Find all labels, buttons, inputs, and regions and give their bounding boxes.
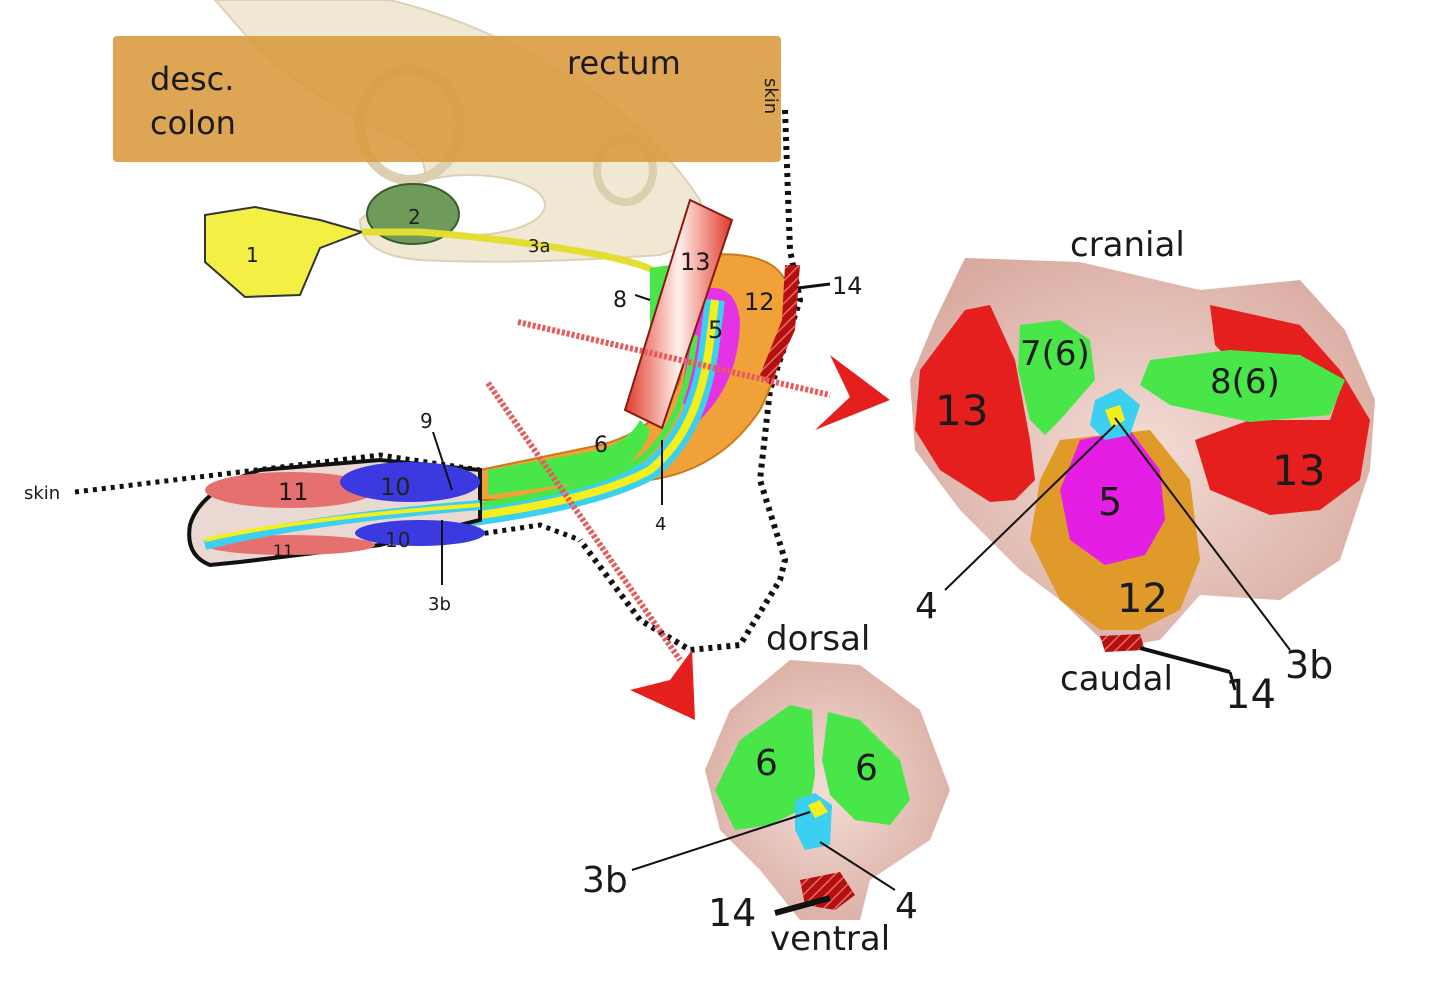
cranial-leader-3b	[1114, 417, 1291, 651]
cranial-label-76: 7(6)	[1020, 334, 1090, 374]
dorsal-leader-4	[819, 841, 896, 891]
colon-label: colon	[150, 104, 236, 142]
structure-14-hatch	[760, 265, 800, 385]
cranial-label-14: 14	[1225, 672, 1276, 718]
cranial-5	[1060, 430, 1165, 565]
skin-outline-lower	[439, 522, 581, 543]
leader-14	[797, 282, 831, 290]
label-1: 1	[246, 243, 259, 267]
leader-9	[432, 431, 453, 491]
cranial-label-86: 8(6)	[1210, 362, 1280, 402]
dorsal-3b-yellow	[808, 800, 828, 818]
structure-10-upper	[340, 462, 480, 502]
section-line-cranial	[517, 319, 831, 398]
dorsal-label-3b: 3b	[582, 860, 628, 901]
dorsal-6-right	[822, 712, 910, 825]
structure-1-shape	[204, 205, 366, 299]
dorsal-label-4: 4	[895, 886, 918, 927]
cranial-leader-4	[944, 424, 1116, 591]
dorsal-leader-14	[774, 895, 831, 916]
structure-6-shape	[488, 420, 650, 495]
structure-13-bar	[623, 198, 734, 430]
cranial-86	[1140, 350, 1345, 422]
label-8: 8	[613, 288, 627, 313]
caudal-label: caudal	[1060, 659, 1173, 699]
dorsal-6-left	[715, 705, 815, 830]
label-13: 13	[680, 248, 711, 276]
label-10b: 10	[385, 528, 410, 552]
cranial-leader-14	[1139, 646, 1231, 674]
dorsal-cross-section	[705, 660, 950, 920]
section-line-dorsal	[485, 381, 683, 662]
dorsal-title: dorsal	[766, 619, 870, 659]
urethra-green	[479, 334, 698, 508]
cranial-3b-yellow	[1105, 405, 1125, 428]
label-6: 6	[594, 433, 608, 458]
colon-rectum-band	[113, 36, 781, 162]
cranial-14-hatch	[1100, 634, 1145, 652]
cranial-label-3b: 3b	[1285, 643, 1333, 687]
cranial-label-4: 4	[915, 586, 938, 627]
skin-outline-left	[74, 452, 481, 495]
cranial-title: cranial	[1070, 225, 1185, 265]
label-3b: 3b	[428, 594, 451, 615]
structure-10-lower	[355, 520, 485, 546]
urethra-penis-yellow	[204, 503, 481, 542]
label-3a: 3a	[528, 236, 550, 257]
dorsal-label-6-left: 6	[755, 743, 778, 784]
structure-11-upper	[205, 472, 375, 508]
label-5: 5	[708, 316, 723, 344]
cranial-label-13-right: 13	[1272, 446, 1325, 495]
cranial-13-left	[915, 305, 1035, 502]
cranial-label-13-left: 13	[935, 386, 988, 435]
label-4: 4	[655, 514, 666, 535]
label-12: 12	[744, 288, 775, 316]
label-2: 2	[408, 205, 421, 229]
dorsal-label-14: 14	[708, 891, 756, 935]
dorsal-label-6-right: 6	[855, 748, 878, 789]
cranial-label-5: 5	[1098, 480, 1122, 524]
skin-left-label: skin	[24, 483, 60, 504]
arrow-dorsal	[630, 650, 695, 720]
skin-top-label: skin	[760, 78, 781, 114]
duct-3a	[362, 228, 663, 278]
arrow-cranial	[815, 355, 890, 430]
cranial-leader-14b	[1228, 671, 1237, 691]
ventral-label: ventral	[770, 919, 890, 959]
leader-8	[634, 294, 651, 301]
desc-label: desc.	[150, 60, 234, 98]
label-14: 14	[832, 272, 863, 300]
label-11b: 11	[273, 541, 293, 560]
dorsal-leader-3b	[631, 811, 811, 871]
label-10a: 10	[380, 473, 411, 501]
rectum-label: rectum	[567, 44, 681, 82]
label-9: 9	[420, 409, 433, 433]
cranial-76	[1018, 320, 1095, 435]
cranial-label-12: 12	[1117, 576, 1168, 622]
label-11a: 11	[278, 478, 309, 506]
